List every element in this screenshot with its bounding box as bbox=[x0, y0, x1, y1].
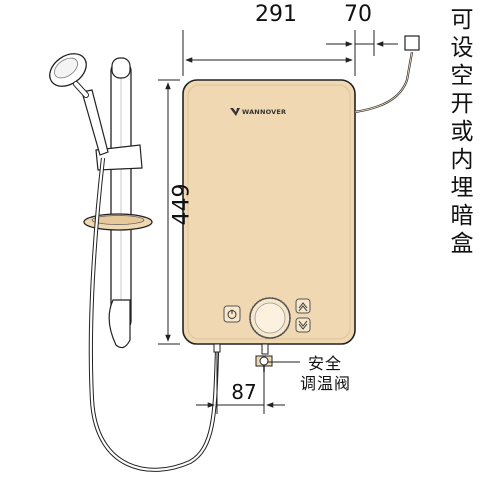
lower-bracket bbox=[108, 299, 131, 349]
width-dimension-label: 291 bbox=[255, 2, 297, 27]
down-arrow-icon bbox=[298, 320, 308, 330]
shower-head-icon bbox=[49, 53, 109, 156]
dial-knob-icon[interactable] bbox=[249, 297, 291, 339]
note-char: 埋 bbox=[450, 175, 474, 201]
note-char: 可 bbox=[450, 7, 474, 33]
temp-down-button[interactable] bbox=[295, 317, 311, 333]
pipe-offset-dimension-label: 87 bbox=[231, 380, 257, 404]
valve-label-line2: 调温阀 bbox=[300, 374, 352, 393]
temp-up-button[interactable] bbox=[295, 298, 311, 314]
brand-name: WANNOVER bbox=[242, 108, 287, 116]
power-cable bbox=[354, 51, 414, 114]
up-arrow-icon bbox=[298, 302, 308, 312]
note-char: 空 bbox=[450, 63, 474, 89]
dimension-lines bbox=[158, 30, 398, 414]
power-button[interactable] bbox=[223, 305, 241, 323]
depth-dimension-label: 70 bbox=[344, 2, 372, 27]
note-char: 暗 bbox=[450, 203, 474, 229]
brand-logo-icon bbox=[230, 108, 240, 116]
junction-box-note: 可 设 空 开 或 内 埋 暗 盒 bbox=[444, 6, 480, 258]
note-char: 盒 bbox=[450, 231, 474, 257]
heater-unit bbox=[182, 35, 420, 372]
note-char: 开 bbox=[450, 91, 474, 117]
heater-panel bbox=[182, 79, 356, 345]
note-char: 设 bbox=[450, 35, 474, 61]
valve-label-line1: 安全 bbox=[308, 354, 343, 373]
note-char: 或 bbox=[450, 119, 474, 145]
inlet-fittings bbox=[213, 343, 273, 372]
junction-box-icon bbox=[404, 35, 420, 51]
note-char: 内 bbox=[450, 147, 474, 173]
height-dimension-label: 449 bbox=[169, 183, 195, 226]
shower-rail-assembly bbox=[49, 53, 220, 472]
